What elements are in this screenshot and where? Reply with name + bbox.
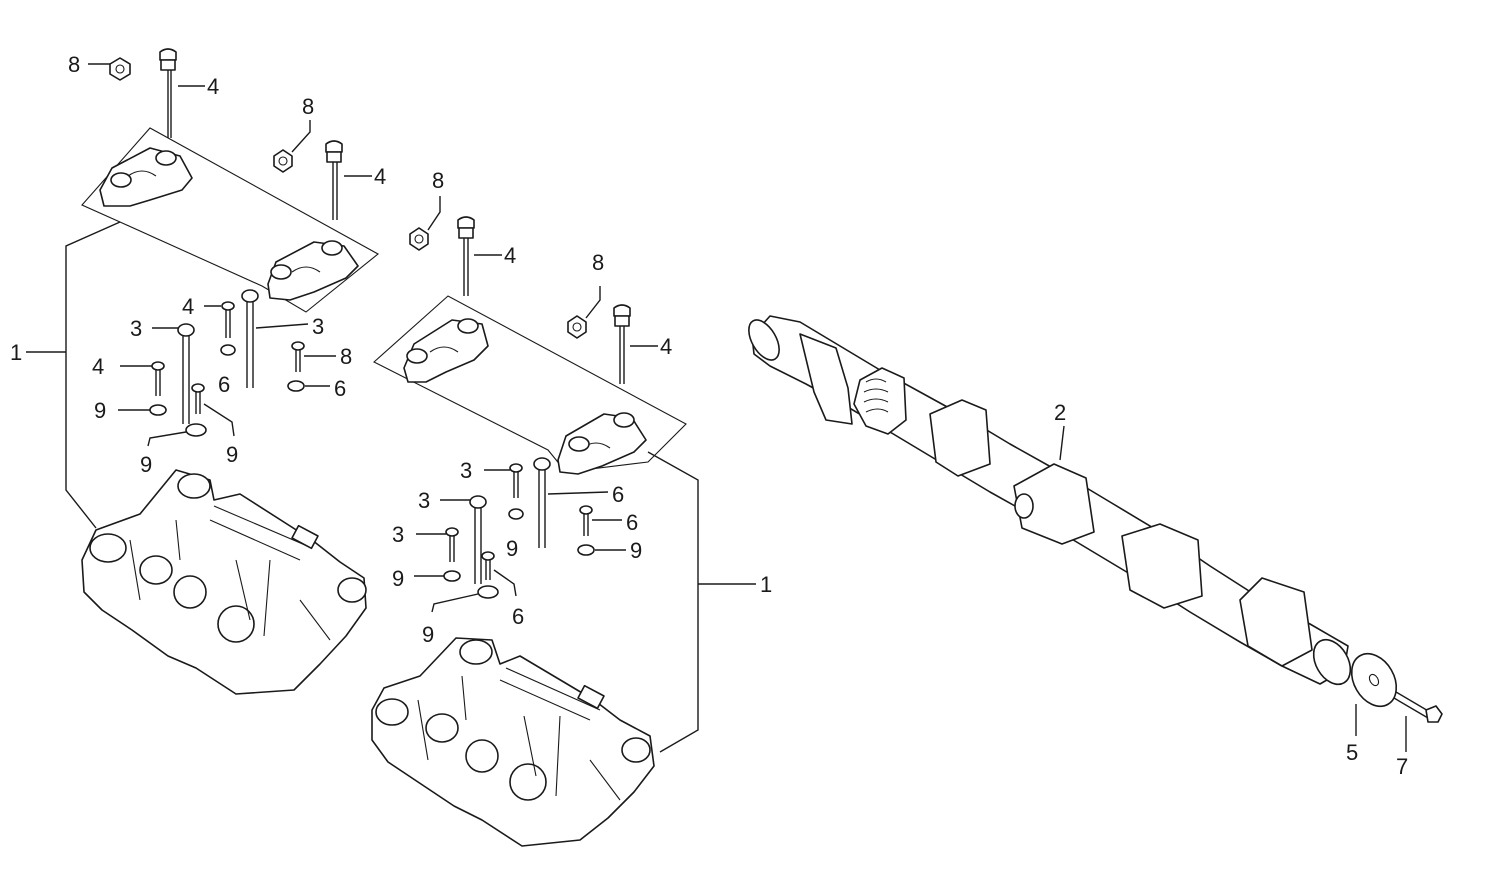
- right-camshaft-holder: [371, 637, 655, 847]
- callout-6d: 9: [226, 442, 238, 467]
- left-bolt-4b: [325, 140, 343, 220]
- callout-9d: 9: [140, 452, 152, 477]
- washer-5: [1350, 652, 1398, 708]
- right-bearing-cap-2: [557, 412, 647, 475]
- leader-6d: [203, 403, 235, 437]
- right-bearing-cap-1: [403, 318, 489, 383]
- right-screw-6g: [445, 527, 459, 562]
- right-bolt-4d: [613, 304, 631, 384]
- callout-5: 5: [1346, 740, 1358, 765]
- callout-6g-label: 3: [392, 522, 404, 547]
- left-bolt-3a: [177, 323, 195, 424]
- callout-3a: 3: [130, 316, 142, 341]
- left-nut-8a: [109, 57, 131, 81]
- callout-3c: 3: [418, 488, 430, 513]
- leader-9h: [431, 593, 479, 613]
- callout-3d: 6: [612, 482, 624, 507]
- callout-9g: 9: [392, 566, 404, 591]
- leader-8c: [427, 196, 441, 231]
- callout-9b: 6: [334, 376, 346, 401]
- callout-9c: 9: [94, 398, 106, 423]
- right-washer-9f: [577, 544, 595, 556]
- leader-6h: [493, 569, 517, 597]
- callout-9f: 9: [630, 538, 642, 563]
- callout-9h: 9: [422, 622, 434, 647]
- right-screw-6f: [579, 505, 593, 536]
- left-washer-9a: [220, 344, 236, 356]
- callout-6a: 4: [182, 294, 194, 319]
- callout-8a: 8: [68, 52, 80, 77]
- left-bolt-3b: [241, 289, 259, 388]
- right-bolt-4c: [457, 216, 475, 296]
- leader-8d: [585, 286, 601, 319]
- right-nut-8d: [567, 315, 587, 339]
- bolt-7: [1393, 691, 1443, 723]
- callout-4d: 4: [660, 334, 672, 359]
- right-bolt-3c: [469, 495, 487, 584]
- callout-2: 2: [1054, 400, 1066, 425]
- left-bearing-cap-2: [267, 240, 359, 301]
- callout-6c: 4: [92, 354, 104, 379]
- leader-2: [1059, 425, 1065, 461]
- callout-4a: 4: [207, 74, 219, 99]
- leader-1a: [65, 221, 121, 529]
- leader-8b: [291, 120, 311, 153]
- left-screw-6a: [221, 301, 235, 338]
- leader-3b: [255, 323, 309, 329]
- callout-1a: 1: [10, 340, 22, 365]
- right-cap-plate: [373, 295, 687, 475]
- right-screw-6e: [509, 463, 523, 498]
- right-washer-9g: [443, 570, 461, 582]
- callout-4b: 4: [374, 164, 386, 189]
- left-screw-6c: [151, 361, 165, 396]
- right-washer-9h: [477, 585, 499, 599]
- right-bolt-3d: [533, 457, 551, 548]
- callout-4c-real-label: 4: [504, 243, 516, 268]
- callout-1b: 1: [760, 572, 772, 597]
- leader-3d: [547, 491, 609, 495]
- callout-9a: 6: [218, 372, 230, 397]
- callout-6h: 6: [512, 604, 524, 629]
- callout-6e: 3: [460, 458, 472, 483]
- left-camshaft-holder: [81, 469, 367, 695]
- callout-9e: 9: [506, 536, 518, 561]
- left-bearing-cap-1: [99, 147, 193, 207]
- callout-3b: 3: [312, 314, 324, 339]
- right-screw-6h: [481, 551, 495, 580]
- camshaft: [748, 315, 1352, 686]
- callout-8c: 8: [432, 168, 444, 193]
- callout-8b: 8: [302, 94, 314, 119]
- left-screw-6b: [291, 341, 305, 372]
- callout-7: 7: [1396, 754, 1408, 779]
- callout-8d: 8: [592, 250, 604, 275]
- callout-6f: 6: [626, 510, 638, 535]
- left-bolt-4a: [159, 48, 177, 138]
- leader-1b: [647, 451, 699, 753]
- left-cap-plate: [81, 127, 379, 313]
- left-washer-9b: [287, 380, 305, 392]
- right-washer-9e: [508, 508, 524, 520]
- left-nut-8b: [273, 149, 293, 173]
- left-screw-6d: [191, 383, 205, 414]
- left-washer-9c: [149, 404, 167, 416]
- right-nut-8c: [409, 227, 429, 251]
- left-washer-9d: [185, 423, 207, 437]
- leader-9d: [147, 431, 187, 447]
- callout-6b-label: 8: [340, 344, 352, 369]
